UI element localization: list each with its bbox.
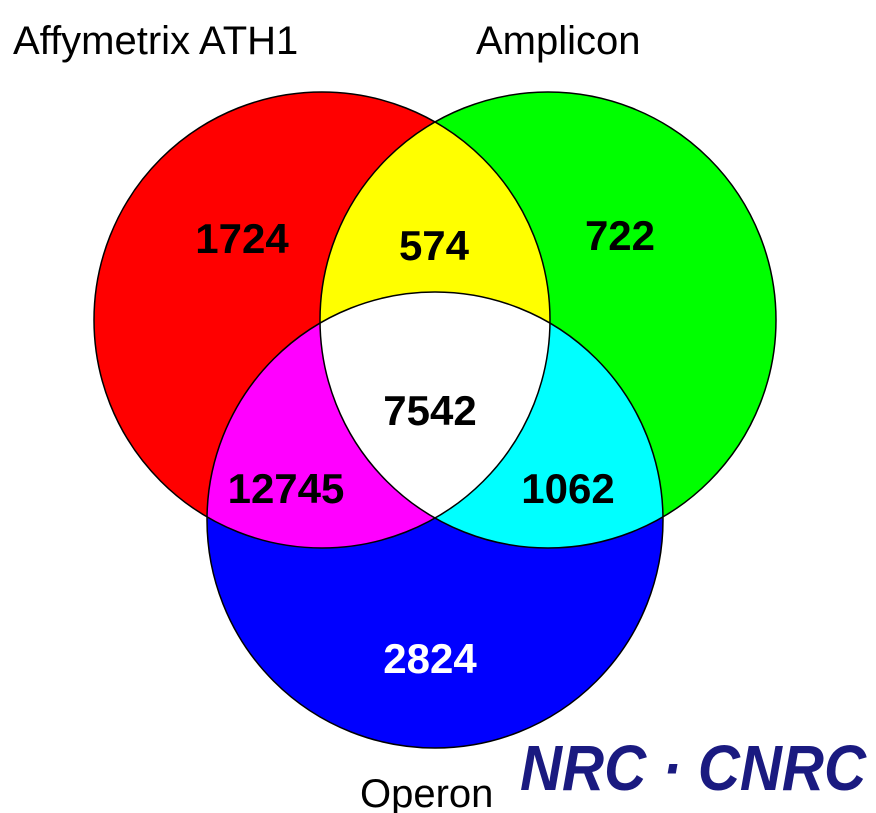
count-ab: 574 bbox=[399, 222, 470, 269]
circle-outlines bbox=[93, 91, 777, 749]
count-ac: 12745 bbox=[228, 465, 345, 512]
logo-text: NRC · CNRC bbox=[520, 732, 867, 804]
set-c-label: Operon bbox=[360, 772, 493, 813]
count-bc: 1062 bbox=[521, 465, 614, 512]
set-b-label: Amplicon bbox=[476, 19, 641, 63]
count-a-only: 1724 bbox=[195, 215, 289, 262]
count-b-only: 722 bbox=[585, 212, 655, 259]
count-abc: 7542 bbox=[383, 387, 476, 434]
nrc-cnrc-logo: NRC · CNRC bbox=[520, 732, 867, 804]
set-a-label: Affymetrix ATH1 bbox=[13, 19, 298, 63]
count-c-only: 2824 bbox=[383, 635, 477, 682]
